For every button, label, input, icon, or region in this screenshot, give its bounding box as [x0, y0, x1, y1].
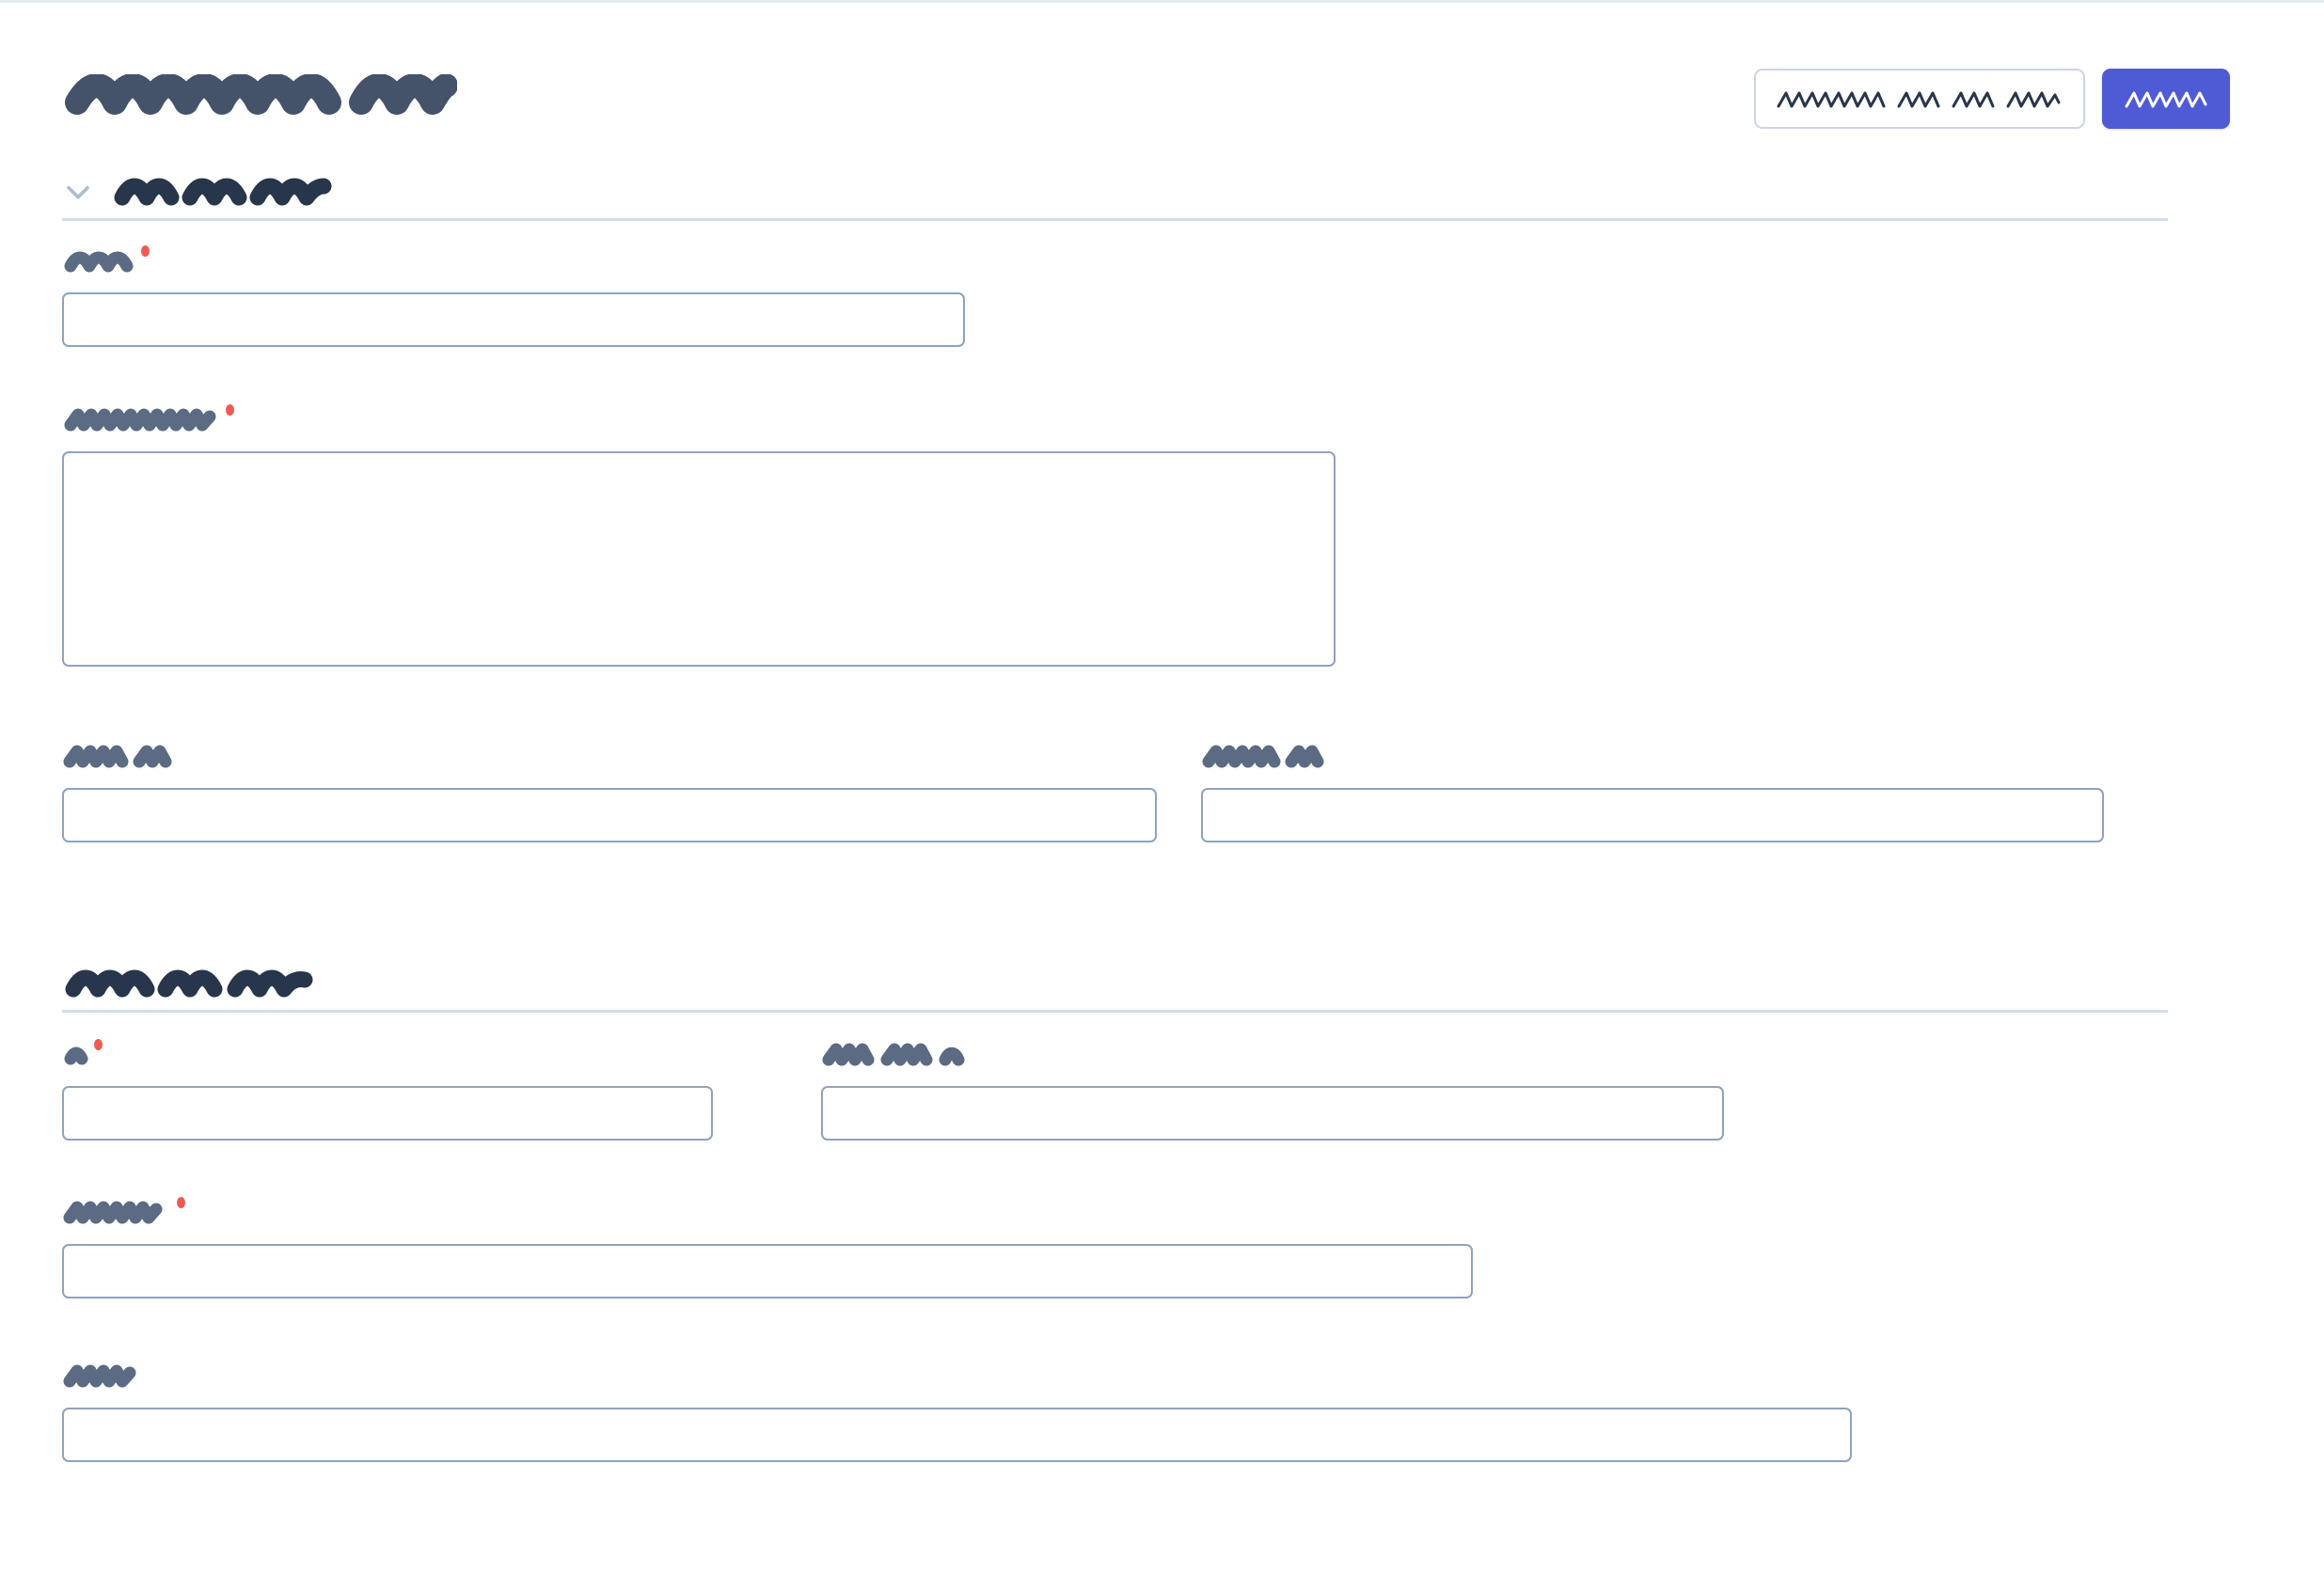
field-scope-input[interactable] [62, 1408, 1852, 1462]
field-name-input[interactable] [62, 292, 965, 347]
field-description [62, 404, 1336, 671]
field-name-label [62, 245, 965, 274]
section-two-header[interactable] [0, 954, 2324, 1013]
chevron-down-icon[interactable] [62, 176, 94, 208]
field-client-id-input[interactable] [821, 1086, 1724, 1141]
field-scope-label [62, 1361, 1852, 1389]
section-two [0, 954, 2324, 1462]
field-secret-input[interactable] [62, 1244, 1473, 1299]
field-id [62, 1039, 713, 1141]
required-marker [226, 404, 234, 416]
section-one [0, 163, 2324, 842]
section-one-divider [62, 218, 2168, 221]
page-title [62, 73, 457, 117]
search-input[interactable] [1754, 69, 2085, 129]
required-marker [94, 1039, 103, 1050]
field-client-id [821, 1039, 1724, 1141]
field-return-url-input[interactable] [1201, 788, 2104, 842]
field-return-url [1201, 741, 2104, 842]
page-header [0, 3, 2324, 167]
field-id-label [62, 1039, 713, 1067]
field-description-label [62, 404, 1336, 433]
save-button[interactable] [2102, 69, 2230, 129]
section-two-title [62, 968, 335, 999]
field-return-url-label [1201, 741, 2104, 769]
required-marker [141, 245, 150, 257]
field-scope [62, 1361, 1852, 1462]
required-marker [177, 1197, 185, 1208]
section-two-divider [62, 1010, 2168, 1013]
field-start-url-input[interactable] [62, 788, 1157, 842]
section-one-title [111, 177, 337, 207]
section-one-header[interactable] [0, 163, 2324, 221]
field-id-input[interactable] [62, 1086, 713, 1141]
field-description-textarea[interactable] [62, 451, 1336, 667]
field-start-url-label [62, 741, 1157, 769]
field-secret-label [62, 1197, 1473, 1225]
field-secret [62, 1197, 1473, 1299]
header-actions [1754, 69, 2230, 129]
field-client-id-label [821, 1039, 1724, 1067]
field-name [62, 245, 965, 347]
field-start-url [62, 741, 1157, 842]
